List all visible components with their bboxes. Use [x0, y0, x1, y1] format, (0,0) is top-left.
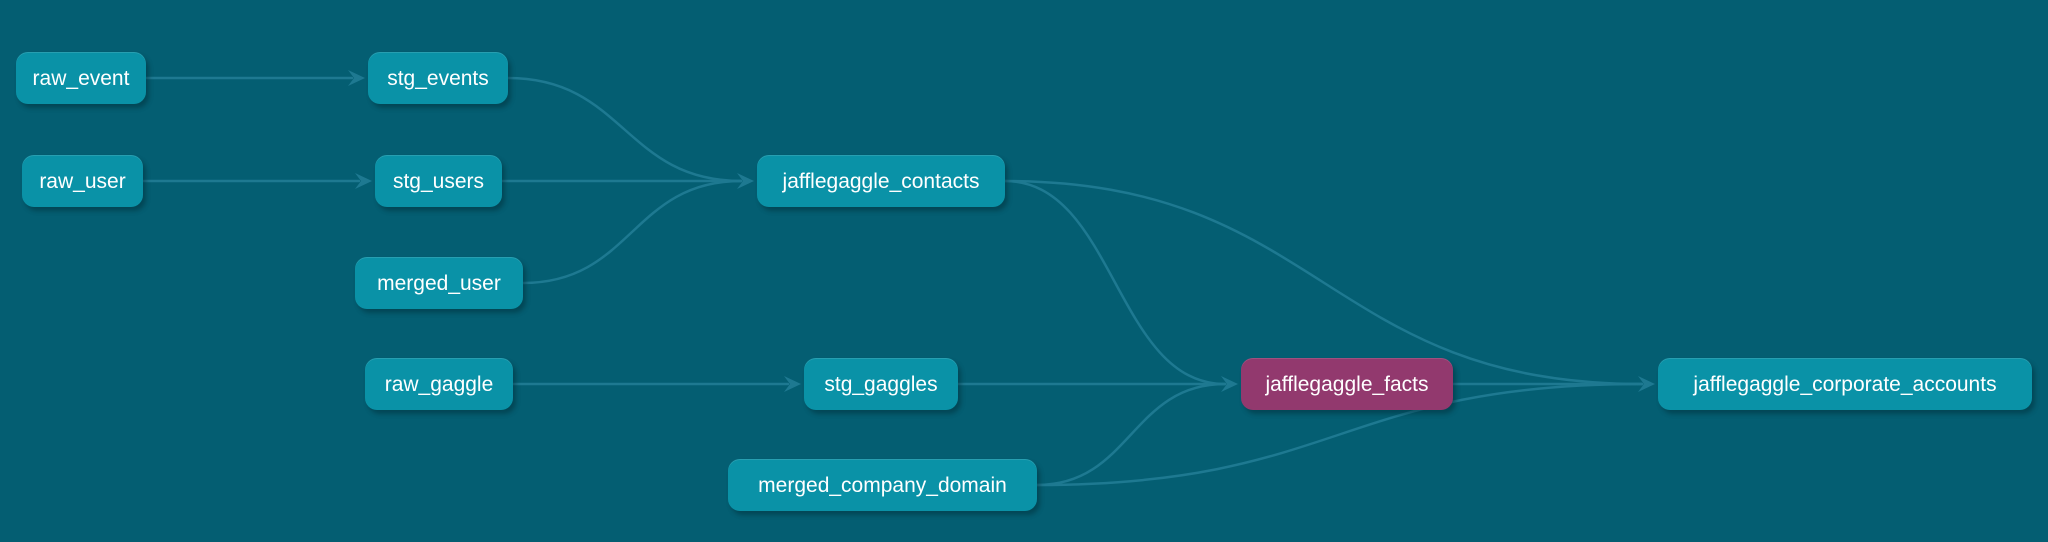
arrowhead-stg_events: [348, 70, 365, 86]
node-merged_company_domain[interactable]: merged_company_domain: [728, 459, 1037, 511]
node-label: raw_gaggle: [384, 372, 494, 396]
node-stg_events[interactable]: stg_events: [368, 52, 508, 104]
arrowhead-stg_users: [355, 173, 372, 189]
node-label: stg_events: [387, 66, 489, 90]
edge-jafflegaggle_contacts-jafflegaggle_facts: [1003, 179, 1227, 386]
edge-stg_events-jafflegaggle_contacts: [506, 76, 743, 183]
node-label: stg_gaggles: [824, 372, 938, 396]
node-jafflegaggle_facts[interactable]: jafflegaggle_facts: [1241, 358, 1453, 410]
node-label: jafflegaggle_contacts: [782, 169, 980, 193]
node-jafflegaggle_corporate_accounts[interactable]: jafflegaggle_corporate_accounts: [1658, 358, 2032, 410]
edge-merged_company_domain-jafflegaggle_corporate_accounts: [1035, 382, 1644, 487]
arrowhead-jafflegaggle_contacts: [737, 173, 754, 189]
node-label: merged_user: [377, 271, 501, 295]
edge-merged_user-jafflegaggle_contacts: [521, 179, 743, 285]
node-label: raw_user: [39, 169, 126, 193]
node-raw_user[interactable]: raw_user: [22, 155, 143, 207]
arrowhead-stg_gaggles: [784, 376, 801, 392]
edge-jafflegaggle_contacts-jafflegaggle_corporate_accounts: [1003, 179, 1644, 386]
node-merged_user[interactable]: merged_user: [355, 257, 523, 309]
node-label: merged_company_domain: [758, 473, 1007, 497]
node-label: stg_users: [392, 169, 485, 193]
node-stg_gaggles[interactable]: stg_gaggles: [804, 358, 958, 410]
node-label: jafflegaggle_facts: [1265, 372, 1429, 396]
node-label: raw_event: [32, 66, 130, 90]
node-jafflegaggle_contacts[interactable]: jafflegaggle_contacts: [757, 155, 1005, 207]
node-label: jafflegaggle_corporate_accounts: [1693, 372, 1997, 396]
edge-merged_company_domain-jafflegaggle_facts: [1035, 382, 1227, 487]
node-raw_event[interactable]: raw_event: [16, 52, 146, 104]
node-raw_gaggle[interactable]: raw_gaggle: [365, 358, 513, 410]
arrowhead-jafflegaggle_facts: [1221, 376, 1238, 392]
node-stg_users[interactable]: stg_users: [375, 155, 502, 207]
arrowhead-jafflegaggle_corporate_accounts: [1638, 376, 1655, 392]
